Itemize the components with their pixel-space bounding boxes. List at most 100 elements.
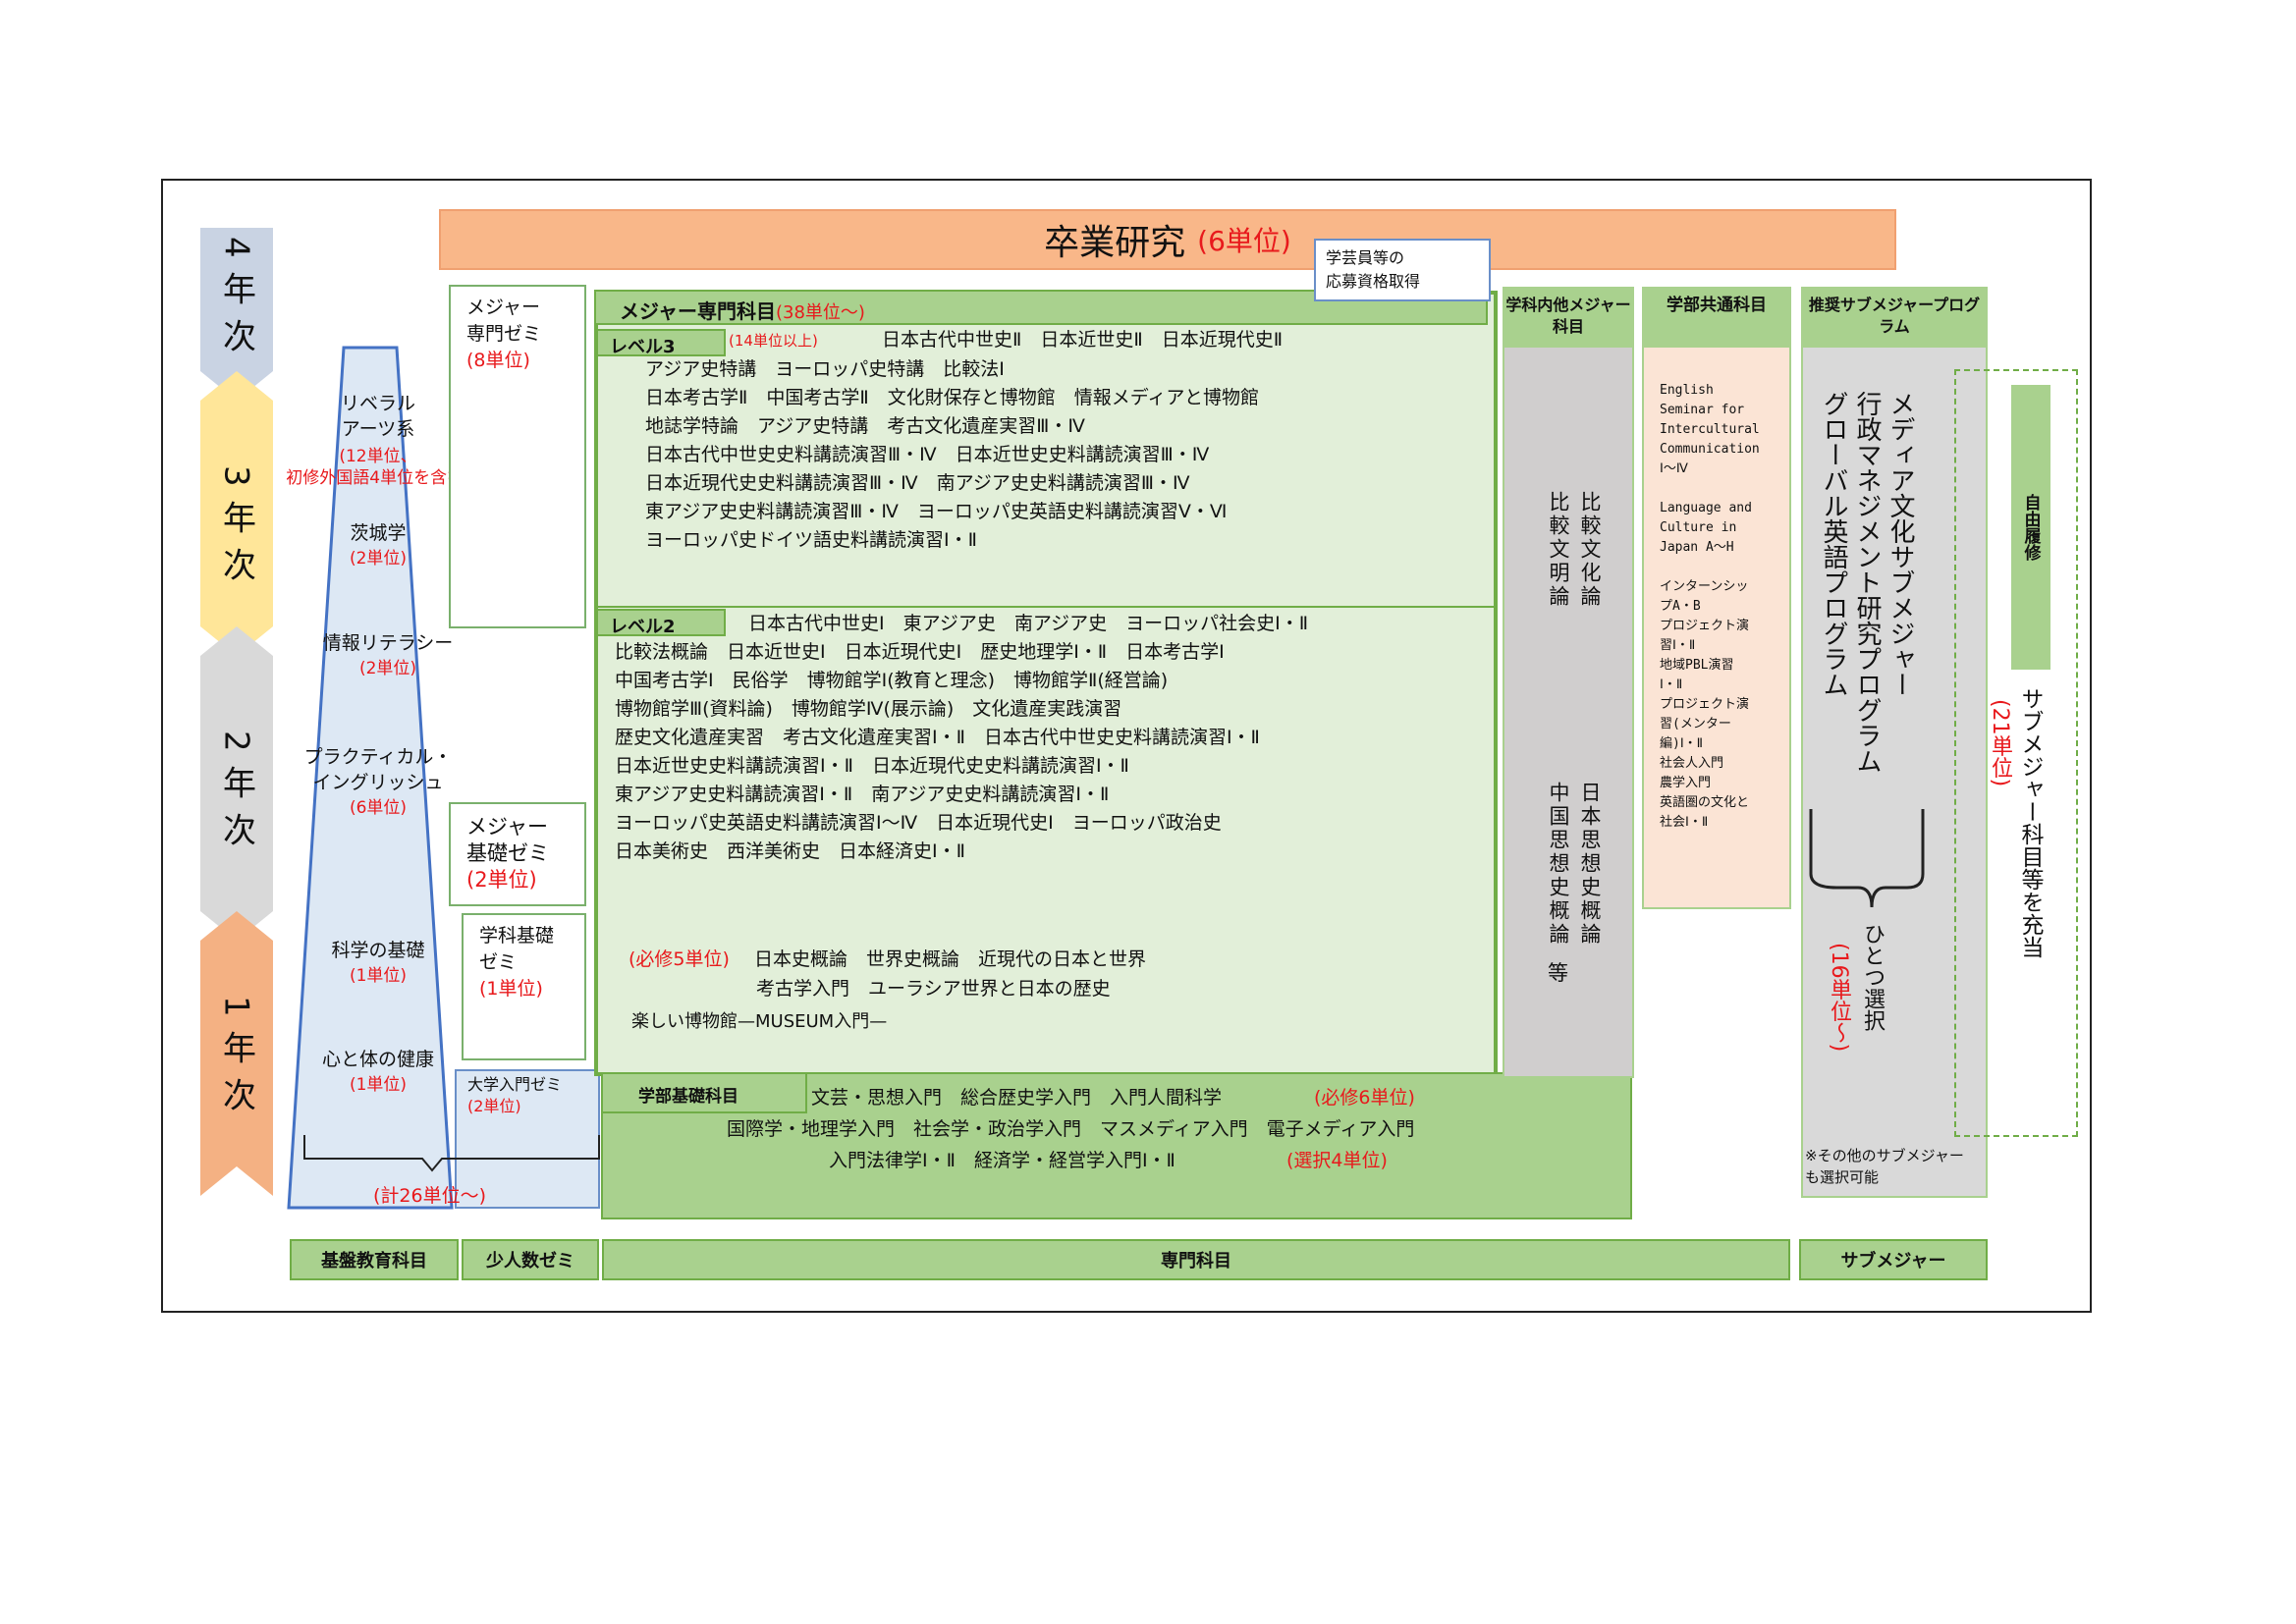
- level2-line: 比較法概論 日本近世史Ⅰ 日本近現代史Ⅰ 歴史地理学Ⅰ・Ⅱ 日本考古学Ⅰ: [615, 641, 1225, 663]
- submajor-panel: [1801, 287, 1988, 1198]
- level2-line: ヨーロッパ史英語史料講読演習Ⅰ～Ⅳ 日本近現代史Ⅰ ヨーロッパ政治史: [615, 812, 1222, 834]
- faculty-common-item: Communication: [1660, 442, 1760, 457]
- graduation-research-units: (6単位): [1197, 225, 1291, 257]
- level-divider: [594, 606, 1494, 608]
- faculty-common-header: 学部共通科目: [1642, 287, 1791, 348]
- graduation-research-label: 卒業研究: [1044, 223, 1186, 263]
- category-senmon: 専門科目: [602, 1239, 1790, 1280]
- major-required-line: 考古学入門 ユーラシア世界と日本の歴史: [756, 978, 1111, 1000]
- faculty-common-item: Japan A～H: [1660, 540, 1734, 555]
- faculty-common-item: プロジェクト演: [1660, 619, 1750, 633]
- gakka-kiso-zemi: 学科基礎 ゼミ (1単位): [462, 913, 586, 1060]
- major-senmon-zemi: メジャー 専門ゼミ (8単位): [449, 285, 586, 628]
- other-major-panel: [1503, 287, 1634, 1078]
- year1-chevron: [200, 911, 273, 1196]
- year3-label: 3年次: [216, 465, 256, 595]
- submajor-program: グローバル英語プログラム: [1819, 391, 1848, 697]
- foundation-pyramid: [287, 346, 600, 1210]
- level3-line: 東アジア史史料講読演習Ⅲ・Ⅳ ヨーロッパ史英語史料講読演習Ⅴ・Ⅵ: [645, 501, 1228, 522]
- liberal-arts-item: リベラル アーツ系: [285, 391, 471, 442]
- submajor-program: 行政マネジメント研究プログラム: [1852, 391, 1882, 774]
- faculty-common-panel: [1642, 287, 1791, 909]
- science-basics-item: 科学の基礎 (1単位): [331, 940, 425, 986]
- museum-intro-line: 楽しい博物館—MUSEUM入門—: [631, 1011, 888, 1032]
- liberal-arts-line2: アーツ系: [341, 418, 415, 440]
- level2-line: 中国考古学Ⅰ 民俗学 博物館学Ⅰ(教育と理念) 博物館学Ⅱ(経営論): [615, 670, 1169, 691]
- faculty-common-item: English: [1660, 383, 1714, 398]
- year2-chevron: [200, 626, 273, 941]
- faculty-common-item: [1660, 558, 1787, 577]
- level2-line: 博物館学Ⅲ(資料論) 博物館学Ⅳ(展示論) 文化遺産実践演習: [615, 698, 1122, 720]
- liberal-arts-units: (12単位、 初修外国語4単位を含む): [286, 447, 470, 488]
- level3-units: (14単位以上): [729, 332, 818, 350]
- level3-line: 日本古代中世史史料講読演習Ⅲ・Ⅳ 日本近世史史料講読演習Ⅲ・Ⅳ: [645, 444, 1210, 465]
- practical-english-item: プラクティカル・ イングリッシュ (6単位): [303, 746, 453, 818]
- other-major-course: 比較文化論: [1578, 491, 1602, 609]
- major-required-units: (必修5単位): [629, 948, 730, 970]
- free-elective-text: サブメジャー科目等を充当: [2017, 687, 2043, 958]
- diagram-frame: [161, 179, 2092, 1313]
- submajor-note: ※その他のサブメジャーも選択可能: [1805, 1147, 1964, 1186]
- faculty-common-item: プA・B: [1660, 599, 1701, 614]
- faculty-common-item: インターンシッ: [1660, 579, 1749, 594]
- faculty-common-item: プロジェクト演: [1660, 697, 1750, 712]
- other-major-header: 学科内他メジャー科目: [1503, 287, 1634, 348]
- free-elective-label: 自由履修: [2011, 385, 2050, 670]
- category-submajor: サブメジャー: [1799, 1239, 1988, 1280]
- faculty-common-item: 編)Ⅰ・Ⅱ: [1660, 736, 1704, 751]
- year4-label: 4年次: [216, 237, 256, 366]
- faculty-common-item: Language and: [1660, 501, 1752, 515]
- level2-line: 日本美術史 西洋美術史 日本経済史Ⅰ・Ⅱ: [615, 840, 965, 862]
- category-shonin-zemi: 少人数ゼミ: [462, 1239, 599, 1280]
- faculty-basic-line: 文芸・思想入門 総合歴史学入門 入門人間科学: [811, 1087, 1223, 1109]
- free-elective-units: (21単位): [1988, 699, 2012, 787]
- other-major-course: 日本思想史概論: [1578, 782, 1602, 947]
- faculty-common-item: Culture in: [1660, 520, 1737, 535]
- year3-chevron: [200, 371, 273, 656]
- free-elective-box: [1954, 369, 2078, 1137]
- submajor-program: メディア文化サブメジャー: [1886, 391, 1915, 697]
- daigaku-nyumon-zemi: 大学入門ゼミ (2単位): [467, 1075, 563, 1115]
- level3-line: アジア史特講 ヨーロッパ史特講 比較法Ⅰ: [645, 358, 1005, 380]
- level2-line: 日本近世史史料講読演習Ⅰ・Ⅱ 日本近現代史史料講読演習Ⅰ・Ⅱ: [615, 755, 1129, 777]
- faculty-common-item: 英語圏の文化と: [1660, 795, 1750, 810]
- submajor-brace: [1809, 809, 1925, 908]
- faculty-common-item: Ⅰ・Ⅱ: [1660, 677, 1683, 692]
- mind-body-item: 心と体の健康 (1単位): [321, 1049, 434, 1095]
- major-kiso-zemi: メジャー 基礎ゼミ (2単位): [449, 802, 586, 906]
- info-literacy-item: 情報リテラシー (2単位): [322, 632, 454, 678]
- foundation-total: (計26単位～): [373, 1185, 487, 1207]
- other-major-course: 中国思想史概論: [1547, 782, 1570, 947]
- faculty-common-item: 農学入門: [1660, 776, 1712, 790]
- submajor-header: 推奨サブメジャープログラム: [1801, 287, 1988, 348]
- other-major-etc: 等: [1548, 961, 1568, 985]
- level2-line: 東アジア史史料講読演習Ⅰ・Ⅱ 南アジア史史料講読演習Ⅰ・Ⅱ: [615, 784, 1110, 805]
- year1-label: 1年次: [216, 996, 256, 1125]
- year4-chevron: [200, 228, 273, 401]
- level2-line: 歴史文化遺産実習 考古文化遺産実習Ⅰ・Ⅱ 日本古代中世史史料講読演習Ⅰ・Ⅱ: [615, 727, 1260, 748]
- faculty-common-item: 社会Ⅰ・Ⅱ: [1660, 815, 1709, 830]
- faculty-common-item: 習(メンター: [1660, 717, 1731, 731]
- faculty-common-item: Seminar for: [1660, 403, 1745, 417]
- faculty-common-item: 社会人入門: [1660, 756, 1724, 771]
- year2-label: 2年次: [216, 731, 256, 860]
- faculty-basic-line: 入門法律学Ⅰ・Ⅱ 経済学・経営学入門Ⅰ・Ⅱ: [829, 1150, 1175, 1171]
- level2-line: 日本古代中世史Ⅰ 東アジア史 南アジア史 ヨーロッパ社会史Ⅰ・Ⅱ: [748, 613, 1309, 634]
- ibaraki-item: 茨城学 (2単位): [349, 522, 408, 568]
- other-major-course: 比較文明論: [1547, 491, 1570, 609]
- category-kiban: 基盤教育科目: [290, 1239, 459, 1280]
- faculty-basic-elective-units: (選択4単位): [1286, 1150, 1388, 1171]
- faculty-common-item: Intercultural: [1660, 422, 1760, 437]
- graduation-research-bar: 卒業研究 (6単位): [439, 209, 1896, 270]
- faculty-basic-header: 学部基礎科目: [601, 1072, 807, 1113]
- faculty-common-item: Ⅰ～Ⅳ: [1660, 461, 1688, 476]
- faculty-common-item: 習Ⅰ・Ⅱ: [1660, 638, 1696, 653]
- submajor-choose: ひとつ選択: [1860, 923, 1885, 1031]
- submajor-choose-units: (16単位～): [1827, 943, 1851, 1053]
- faculty-common-item: 地域PBL演習: [1660, 658, 1734, 673]
- level2-tag: レベル2: [596, 609, 726, 637]
- liberal-arts-line1: リベラル: [340, 393, 415, 414]
- level3-tag: レベル3: [596, 329, 726, 357]
- level3-line: 地誌学特論 アジア史特講 考古文化遺産実習Ⅲ・Ⅳ: [645, 415, 1085, 437]
